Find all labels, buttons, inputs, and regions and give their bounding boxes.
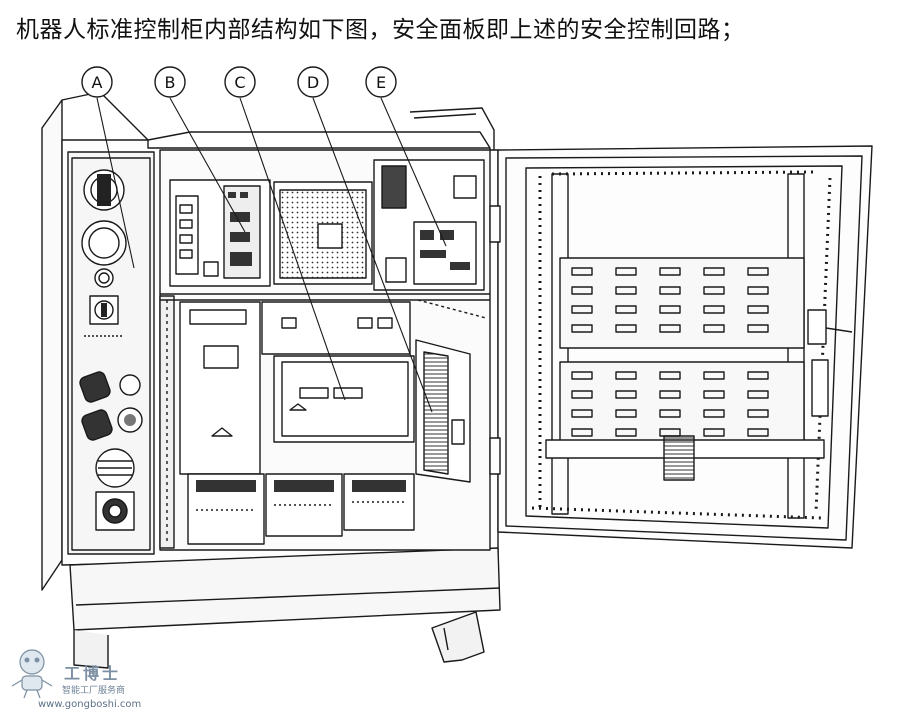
plate-slot: [703, 390, 725, 399]
plate-slot: [615, 267, 637, 276]
plate-slot: [571, 324, 593, 333]
callout-c: C: [224, 66, 256, 98]
module-b: [169, 179, 271, 287]
plate-slot: [571, 286, 593, 295]
plate-slot: [747, 305, 769, 314]
watermark-robot-icon: [11, 649, 53, 699]
plate-slot: [703, 286, 725, 295]
plate-slot: [703, 428, 725, 437]
watermark-url: www.gongboshi.com: [38, 699, 142, 710]
cabinet-door: [489, 145, 873, 549]
plate-slot: [615, 409, 637, 418]
svg-text:D: D: [307, 73, 319, 92]
callout-lines: [96, 97, 447, 413]
cabinet-interior: [159, 149, 491, 551]
callout-e: E: [365, 66, 397, 98]
plate-slot: [659, 409, 681, 418]
figure-caption: 机器人标准控制柜内部结构如下图，安全面板即上述的安全控制回路；: [16, 17, 745, 43]
plate-slot: [747, 409, 769, 418]
plate-slot: [747, 286, 769, 295]
plate-slot: [703, 324, 725, 333]
control-panel-a: [67, 151, 155, 555]
plate-slot: [747, 267, 769, 276]
plate-slot: [659, 428, 681, 437]
callout-a: A: [81, 66, 113, 98]
plate-slot: [703, 371, 725, 380]
plate-slot: [571, 409, 593, 418]
module-c: [273, 181, 373, 285]
svg-text:C: C: [234, 73, 245, 92]
plate-slot: [571, 305, 593, 314]
drive-modules: [179, 301, 415, 545]
plate-slot: [571, 390, 593, 399]
plate-slot: [747, 371, 769, 380]
svg-text:B: B: [165, 73, 176, 92]
plate-slot: [571, 428, 593, 437]
watermark-brand: 工博士: [64, 664, 122, 683]
plate-slot: [659, 267, 681, 276]
plate-slot: [747, 428, 769, 437]
plate-slot: [615, 305, 637, 314]
plate-slot: [747, 390, 769, 399]
plate-slot: [703, 267, 725, 276]
svg-text:A: A: [92, 73, 103, 92]
callout-d: D: [297, 66, 329, 98]
callout-b: B: [154, 66, 186, 98]
plate-slot: [615, 390, 637, 399]
plate-slot: [615, 286, 637, 295]
plate-slot: [659, 324, 681, 333]
plate-slot: [571, 267, 593, 276]
plate-slot: [615, 324, 637, 333]
plate-slot: [659, 305, 681, 314]
plate-slot: [659, 390, 681, 399]
plate-slot: [659, 286, 681, 295]
plate-slot: [615, 428, 637, 437]
plate-slot: [659, 371, 681, 380]
plate-slot: [571, 371, 593, 380]
plate-slot: [703, 305, 725, 314]
plate-slot: [703, 409, 725, 418]
watermark-tagline: 智能工厂服务商: [62, 686, 126, 696]
module-e-safety-panel: [373, 159, 485, 291]
plate-slot: [615, 371, 637, 380]
mounting-slots: [571, 267, 769, 437]
svg-text:E: E: [376, 73, 386, 92]
module-d: [415, 299, 487, 483]
plate-slot: [747, 324, 769, 333]
